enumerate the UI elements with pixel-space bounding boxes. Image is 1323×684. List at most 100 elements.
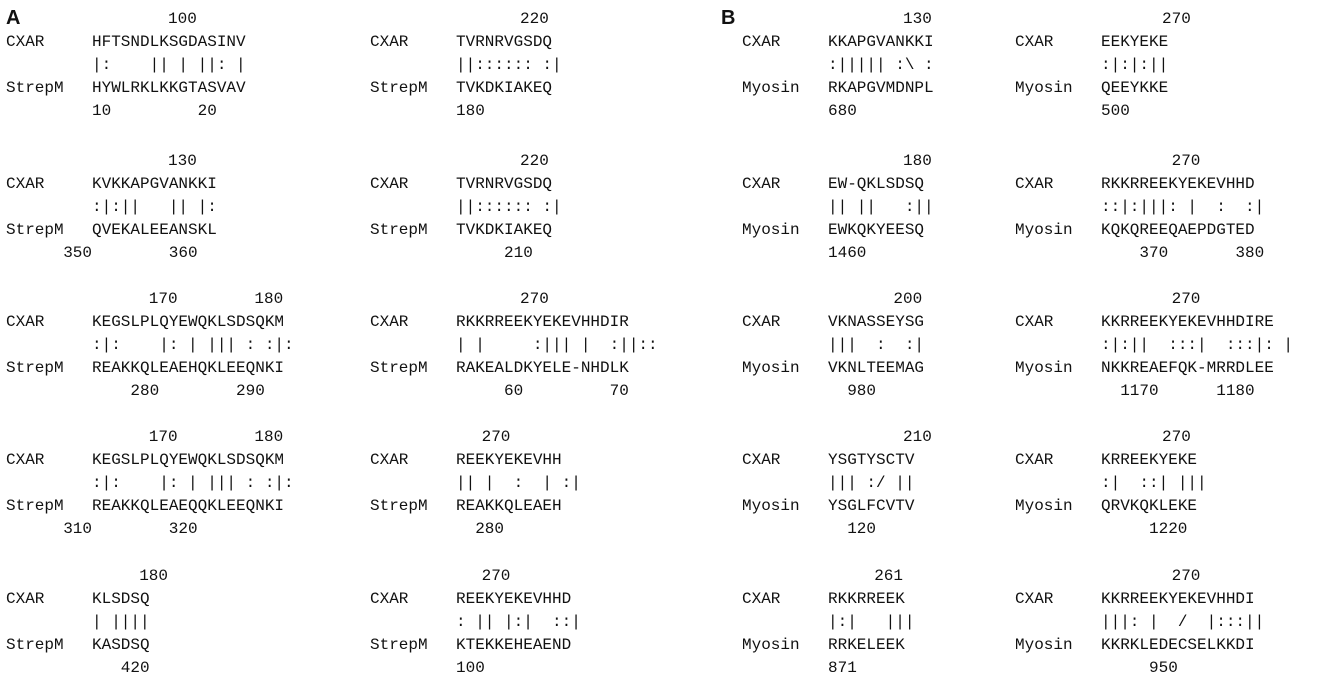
- sequence-label: CXAR: [370, 451, 409, 469]
- residue-number-bottom: 60 70: [504, 382, 629, 400]
- panel-label-a: A: [6, 7, 21, 29]
- sequence: RRKELEEK: [828, 636, 905, 654]
- match-line: || || :||: [828, 198, 934, 216]
- sequence: RKKRREEKYEKEVHHDIR: [456, 313, 629, 331]
- sequence: KKRREEKYEKEVHHDI: [1101, 590, 1255, 608]
- residue-number-top: 270: [481, 567, 511, 585]
- sequence: VKNASSEYSG: [828, 313, 925, 331]
- residue-number-top: 220: [520, 152, 549, 170]
- match-line: |||: | / |:::||: [1101, 613, 1265, 631]
- match-line: :||||| :\ :: [828, 56, 934, 74]
- sequence: QEEYKKE: [1101, 79, 1169, 97]
- residue-number-bottom: 280: [475, 520, 505, 538]
- sequence-label: CXAR: [742, 33, 781, 51]
- sequence-label: StrepM: [6, 497, 64, 515]
- sequence-label: CXAR: [6, 451, 45, 469]
- sequence-label: StrepM: [6, 221, 64, 239]
- residue-number-bottom: 180: [456, 102, 485, 120]
- sequence-label: Myosin: [1015, 359, 1073, 377]
- sequence: KASDSQ: [92, 636, 150, 654]
- residue-number-top: 180: [139, 567, 168, 585]
- sequence-label: CXAR: [1015, 313, 1054, 331]
- residue-number-top: 170 180: [148, 290, 284, 308]
- sequence-label: Myosin: [742, 221, 800, 239]
- sequence: TVRNRVGSDQ: [456, 33, 553, 51]
- match-line: ||| : :|: [828, 336, 925, 354]
- residue-number-bottom: 370 380: [1139, 244, 1265, 262]
- match-line: |: || | ||: |: [92, 56, 246, 74]
- match-line: :| ::| |||: [1101, 474, 1207, 492]
- sequence-label: Myosin: [1015, 636, 1073, 654]
- sequence-label: CXAR: [370, 33, 409, 51]
- match-line: ||:::::: :|: [456, 56, 562, 74]
- sequence: KRREEKYEKE: [1101, 451, 1198, 469]
- sequence: REAKKQLEAEQQKLEEQNKI: [92, 497, 285, 515]
- sequence-label: StrepM: [370, 497, 428, 515]
- residue-number-top: 170 180: [148, 428, 284, 446]
- sequence-label: Myosin: [1015, 79, 1073, 97]
- sequence-label: CXAR: [1015, 451, 1054, 469]
- residue-number-top: 130: [903, 10, 932, 28]
- residue-number-top: 220: [520, 10, 549, 28]
- residue-number-top: 270: [520, 290, 549, 308]
- sequence: RKKRREEK: [828, 590, 905, 608]
- match-line: : || |:| ::|: [456, 613, 581, 631]
- sequence: KQKQREEQAEPDGTED: [1101, 221, 1255, 239]
- match-line: | | :||| | :||::: [456, 336, 658, 354]
- residue-number-top: 270: [1171, 567, 1201, 585]
- sequence-label: CXAR: [370, 590, 409, 608]
- match-line: :|: |: | ||| : :|:: [92, 474, 294, 492]
- sequence: TVKDKIAKEQ: [456, 221, 553, 239]
- residue-number-top: 180: [903, 152, 932, 170]
- residue-number-bottom: 280 290: [130, 382, 265, 400]
- match-line: ::|:|||: | : :|: [1101, 198, 1265, 216]
- sequence-label: StrepM: [370, 221, 428, 239]
- residue-number-top: 270: [1171, 152, 1201, 170]
- residue-number-bottom: 500: [1101, 102, 1130, 120]
- sequence-label: Myosin: [742, 497, 800, 515]
- sequence: NKKREAEFQK-MRRDLEE: [1101, 359, 1274, 377]
- residue-number-top: 261: [874, 567, 903, 585]
- match-line: | ||||: [92, 613, 150, 631]
- residue-number-bottom: 1460: [828, 244, 867, 262]
- sequence-label: Myosin: [742, 359, 800, 377]
- match-line: ||| :/ ||: [828, 474, 915, 492]
- sequence: RKAPGVMDNPL: [828, 79, 934, 97]
- sequence: REEKYEKEVHH: [456, 451, 562, 469]
- sequence: YSGTYSCTV: [828, 451, 915, 469]
- residue-number-bottom: 310 320: [63, 520, 198, 538]
- panel-label-b: B: [721, 7, 736, 29]
- sequence: EW-QKLSDSQ: [828, 175, 925, 193]
- sequence: KKRREEKYEKEVHHDIRE: [1101, 313, 1274, 331]
- sequence-label: CXAR: [370, 175, 409, 193]
- residue-number-top: 270: [1162, 10, 1191, 28]
- match-line: |:| |||: [828, 613, 915, 631]
- sequence: HFTSNDLKSGDASINV: [92, 33, 246, 51]
- match-line: || | : | :|: [456, 474, 581, 492]
- sequence-label: StrepM: [370, 636, 428, 654]
- residue-number-bottom: 10 20: [92, 102, 217, 120]
- sequence-label: CXAR: [6, 175, 45, 193]
- sequence-label: CXAR: [370, 313, 409, 331]
- sequence-label: CXAR: [6, 33, 45, 51]
- sequence: REEKYEKEVHHD: [456, 590, 572, 608]
- sequence: RKKRREEKYEKEVHHD: [1101, 175, 1255, 193]
- residue-number-bottom: 950: [1149, 659, 1178, 677]
- residue-number-top: 200: [893, 290, 923, 308]
- residue-number-top: 100: [168, 10, 197, 28]
- sequence-label: StrepM: [6, 79, 64, 97]
- residue-number-top: 270: [1162, 428, 1191, 446]
- match-line: :|: |: | ||| : :|:: [92, 336, 294, 354]
- residue-number-top: 270: [481, 428, 511, 446]
- sequence-label: Myosin: [1015, 221, 1073, 239]
- sequence-label: StrepM: [6, 636, 64, 654]
- sequence-label: StrepM: [370, 359, 428, 377]
- sequence-label: CXAR: [742, 175, 781, 193]
- sequence: YSGLFCVTV: [828, 497, 915, 515]
- sequence-label: CXAR: [1015, 175, 1054, 193]
- residue-number-bottom: 350 360: [63, 244, 198, 262]
- sequence: TVRNRVGSDQ: [456, 175, 553, 193]
- residue-number-top: 130: [168, 152, 197, 170]
- sequence: HYWLRKLKKGTASVAV: [92, 79, 246, 97]
